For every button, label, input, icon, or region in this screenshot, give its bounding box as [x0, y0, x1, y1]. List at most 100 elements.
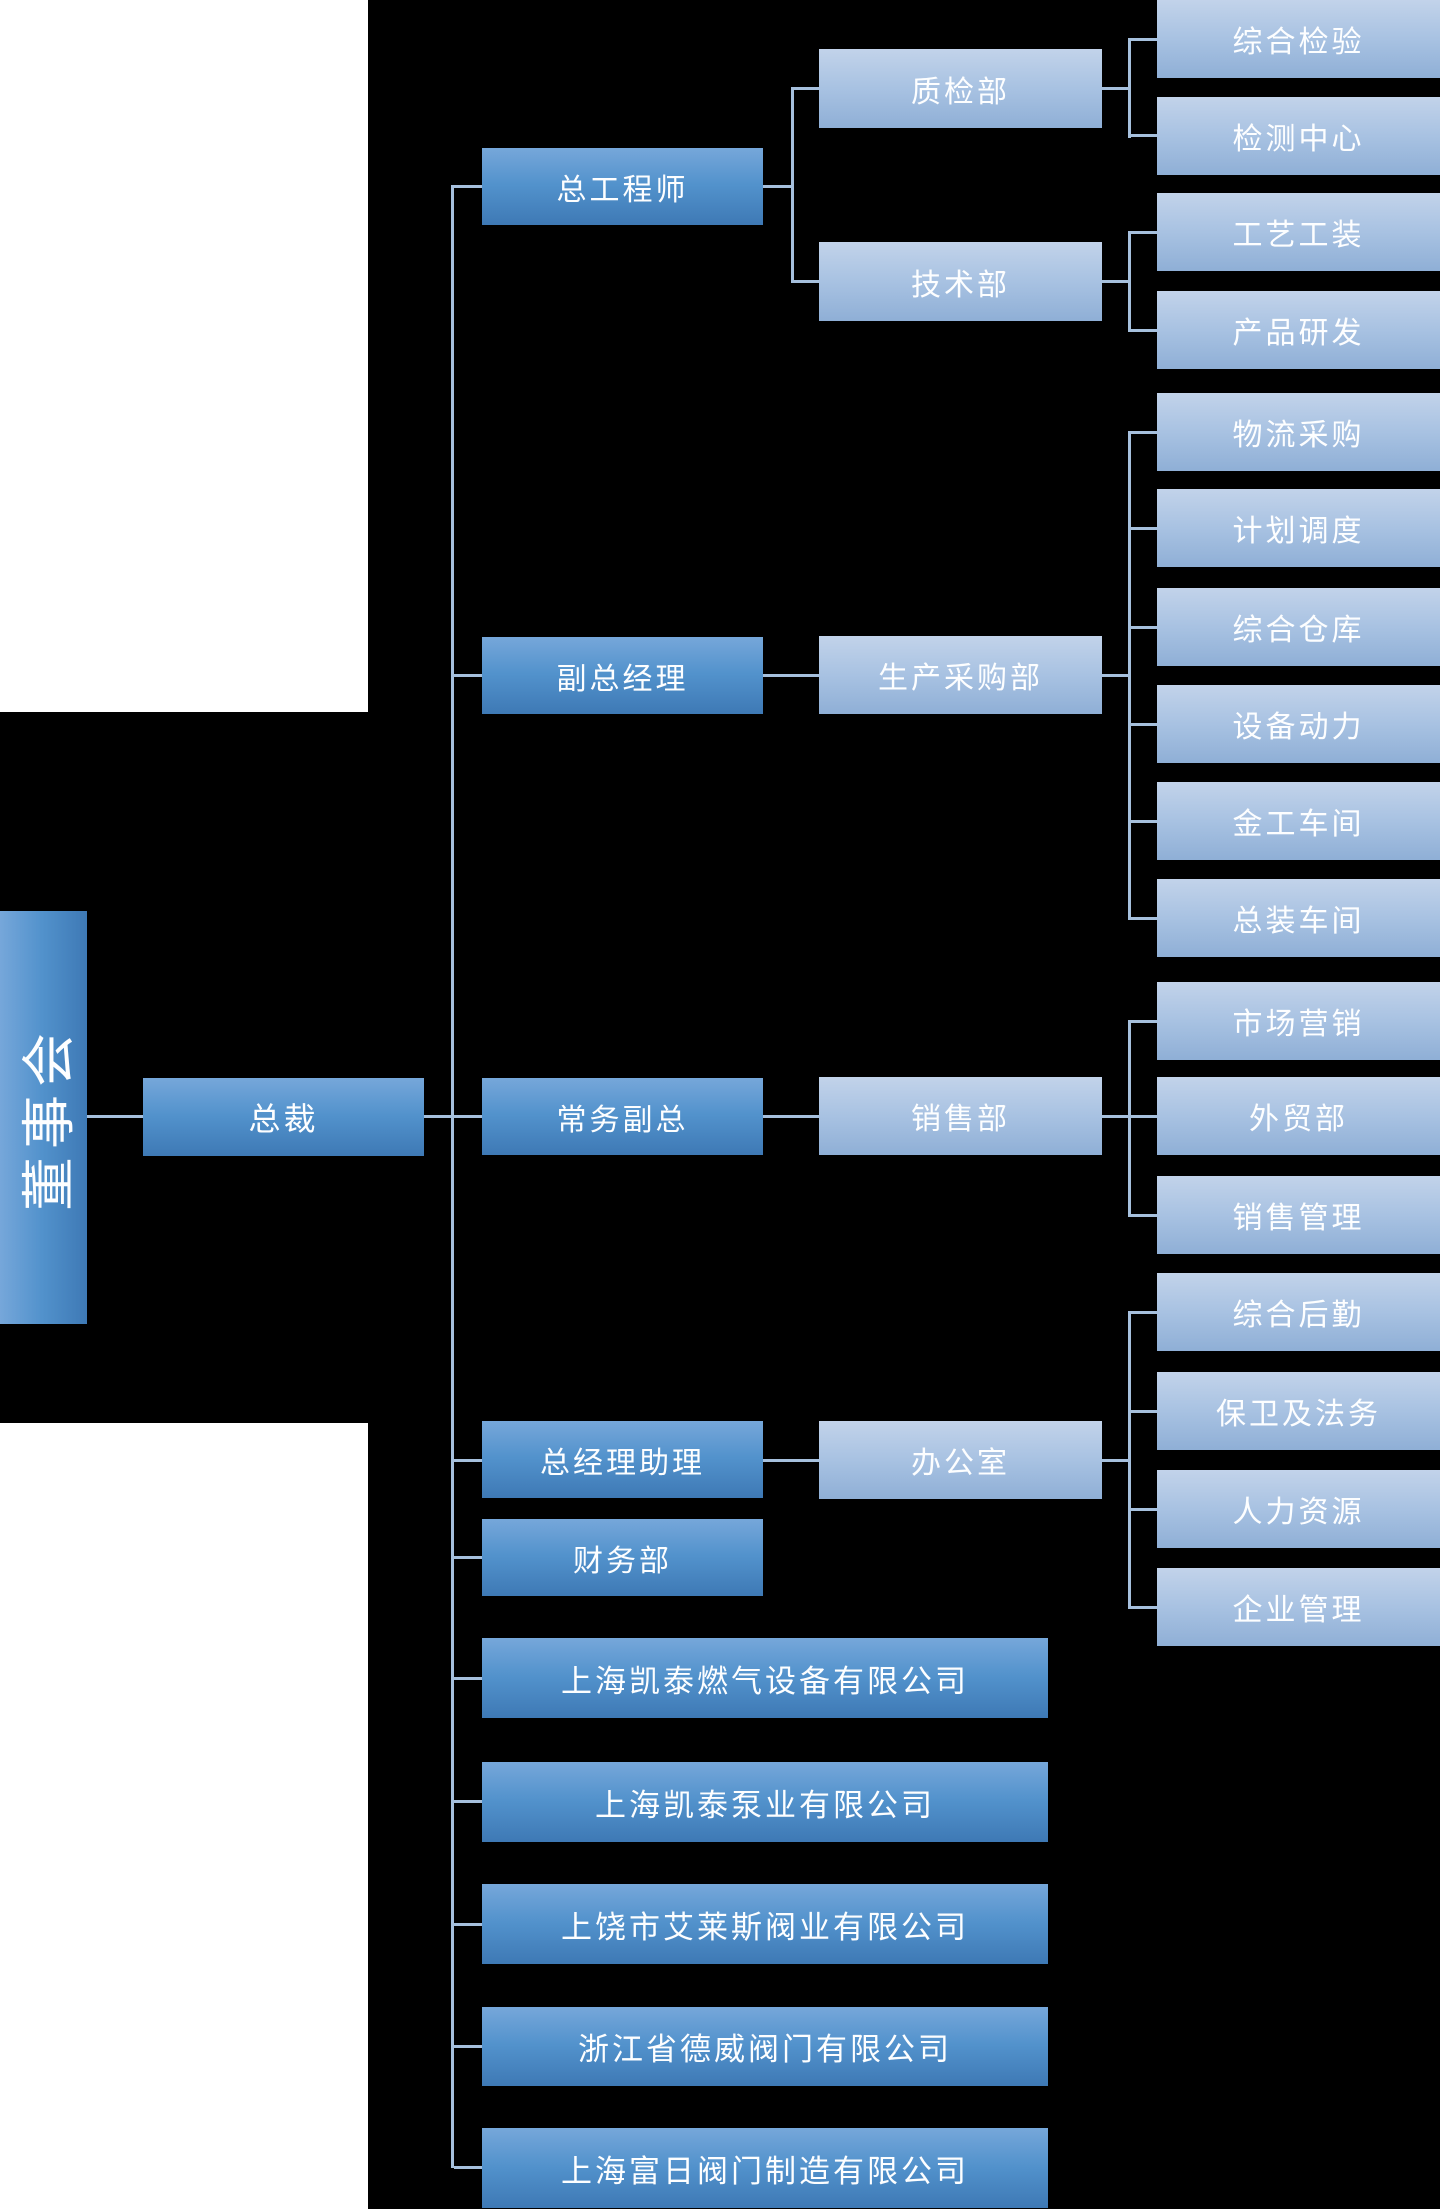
org-node-label: 人力资源 [1232, 1496, 1365, 1529]
connector-line-horizontal [454, 1459, 482, 1462]
connector-line-horizontal [1102, 1115, 1131, 1118]
org-node-label: 计划调度 [1232, 515, 1365, 548]
connector-line-horizontal [454, 2045, 482, 2048]
org-node-company-1: 上海凯泰燃气设备有限公司 [482, 1638, 1048, 1718]
org-node-company-2: 上海凯泰泵业有限公司 [482, 1762, 1048, 1842]
org-node-company-5: 上海富日阀门制造有限公司 [482, 2128, 1048, 2208]
org-node-changwufuzong: 常务副总 [482, 1078, 763, 1155]
org-node-label: 销售部 [911, 1103, 1010, 1136]
org-node-shengchancaigoubu: 生产采购部 [819, 636, 1102, 714]
org-node-label: 办公室 [911, 1447, 1010, 1480]
connector-line-vertical [1128, 231, 1131, 332]
org-node-label: 财务部 [573, 1544, 672, 1578]
connector-line-horizontal [1131, 1606, 1157, 1609]
org-node-shichangyingxiao: 市场营销 [1157, 982, 1440, 1060]
connector-line-horizontal [1102, 674, 1131, 677]
org-node-label: 副总经理 [556, 662, 689, 696]
org-node-waimaobu: 外贸部 [1157, 1077, 1440, 1155]
org-node-label: 市场营销 [1232, 1008, 1365, 1041]
org-node-label: 生产采购部 [878, 662, 1043, 695]
org-node-label: 总经理助理 [540, 1446, 705, 1480]
connector-line-horizontal [1131, 626, 1157, 629]
org-node-label: 企业管理 [1232, 1594, 1365, 1627]
connector-line-horizontal [1102, 1459, 1131, 1462]
org-node-label: 上海凯泰燃气设备有限公司 [561, 1663, 969, 1699]
connector-line-horizontal [1131, 527, 1157, 530]
org-node-label: 上海富日阀门制造有限公司 [561, 2153, 969, 2189]
connector-line-horizontal [1131, 1214, 1157, 1217]
org-node-fuzongjingli: 副总经理 [482, 637, 763, 714]
connector-line-horizontal [1131, 431, 1157, 434]
org-node-label: 工艺工装 [1232, 219, 1365, 252]
connector-line-horizontal [1131, 1311, 1157, 1314]
org-node-xiaoshouguanli: 销售管理 [1157, 1176, 1440, 1254]
connector-line-vertical [1128, 1020, 1131, 1217]
org-node-label: 总工程师 [556, 173, 689, 207]
connector-line-horizontal [763, 1115, 819, 1118]
connector-line-horizontal [763, 185, 794, 188]
connector-line-horizontal [794, 87, 819, 90]
org-node-jingongchejian: 金工车间 [1157, 782, 1440, 860]
org-node-label: 总装车间 [1232, 905, 1365, 938]
org-node-label: 设备动力 [1232, 711, 1365, 744]
org-node-label: 质检部 [911, 75, 1010, 109]
org-node-label: 常务副总 [556, 1103, 689, 1137]
org-node-label: 外贸部 [1249, 1103, 1348, 1136]
connector-line-vertical [451, 185, 454, 2168]
connector-line-horizontal [454, 1800, 482, 1803]
org-node-label: 技术部 [911, 268, 1010, 302]
connector-line-horizontal [1131, 723, 1157, 726]
connector-line-horizontal [1131, 1115, 1157, 1118]
connector-line-horizontal [1131, 329, 1157, 332]
org-node-chanpinyanfa: 产品研发 [1157, 291, 1440, 369]
connector-line-horizontal [454, 674, 482, 677]
org-node-shebeidongli: 设备动力 [1157, 685, 1440, 763]
org-node-label: 总裁 [248, 1101, 319, 1137]
org-node-label: 物流采购 [1232, 419, 1365, 452]
connector-line-horizontal [1102, 87, 1131, 90]
org-node-zonghejianyan: 综合检验 [1157, 0, 1440, 78]
connector-line-vertical [791, 87, 794, 283]
org-node-zonghehouqin: 综合后勤 [1157, 1273, 1440, 1351]
connector-line-horizontal [1131, 1020, 1157, 1023]
org-node-caiwubu: 财务部 [482, 1519, 763, 1596]
connector-line-horizontal [1131, 38, 1157, 41]
org-node-renliziyuan: 人力资源 [1157, 1470, 1440, 1548]
connector-line-horizontal [763, 1459, 819, 1462]
org-node-zongjinglizhuli: 总经理助理 [482, 1421, 763, 1498]
org-node-dongshihui: 董事会 [0, 911, 87, 1324]
org-node-zonghecangku: 综合仓库 [1157, 588, 1440, 666]
org-node-zongzhuangchejian: 总装车间 [1157, 879, 1440, 957]
connector-line-horizontal [1131, 820, 1157, 823]
org-node-label: 综合检验 [1232, 26, 1365, 59]
org-node-zonggongchengshi: 总工程师 [482, 148, 763, 225]
connector-line-horizontal [87, 1115, 143, 1118]
connector-line-horizontal [454, 1923, 482, 1926]
org-node-jishubu: 技术部 [819, 242, 1102, 321]
org-node-wuliucaigou: 物流采购 [1157, 393, 1440, 471]
org-node-label: 浙江省德威阀门有限公司 [578, 2032, 952, 2067]
org-node-label: 上饶市艾莱斯阀业有限公司 [561, 1909, 969, 1945]
org-node-label: 综合仓库 [1232, 614, 1365, 647]
org-node-jiancezhongxin: 检测中心 [1157, 97, 1440, 175]
org-node-label: 董事会 [19, 1024, 79, 1211]
org-node-bangongshi: 办公室 [819, 1421, 1102, 1499]
connector-line-horizontal [1131, 1410, 1157, 1413]
connector-line-vertical [1128, 431, 1131, 920]
connector-line-horizontal [1131, 134, 1157, 137]
connector-line-horizontal [1131, 231, 1157, 234]
org-node-zhijianbu: 质检部 [819, 49, 1102, 128]
org-node-gongyigongzhuang: 工艺工装 [1157, 193, 1440, 271]
org-node-baoweijifawu: 保卫及法务 [1157, 1372, 1440, 1450]
connector-line-horizontal [1131, 917, 1157, 920]
org-node-label: 金工车间 [1232, 808, 1365, 841]
connector-line-horizontal [454, 185, 482, 188]
org-node-company-3: 上饶市艾莱斯阀业有限公司 [482, 1884, 1048, 1964]
org-node-qiyeguanli: 企业管理 [1157, 1568, 1440, 1646]
white-patch [0, 1423, 368, 2209]
connector-line-horizontal [454, 1556, 482, 1559]
white-patch [0, 0, 368, 712]
connector-line-horizontal [1131, 1508, 1157, 1511]
org-node-company-4: 浙江省德威阀门有限公司 [482, 2007, 1048, 2086]
